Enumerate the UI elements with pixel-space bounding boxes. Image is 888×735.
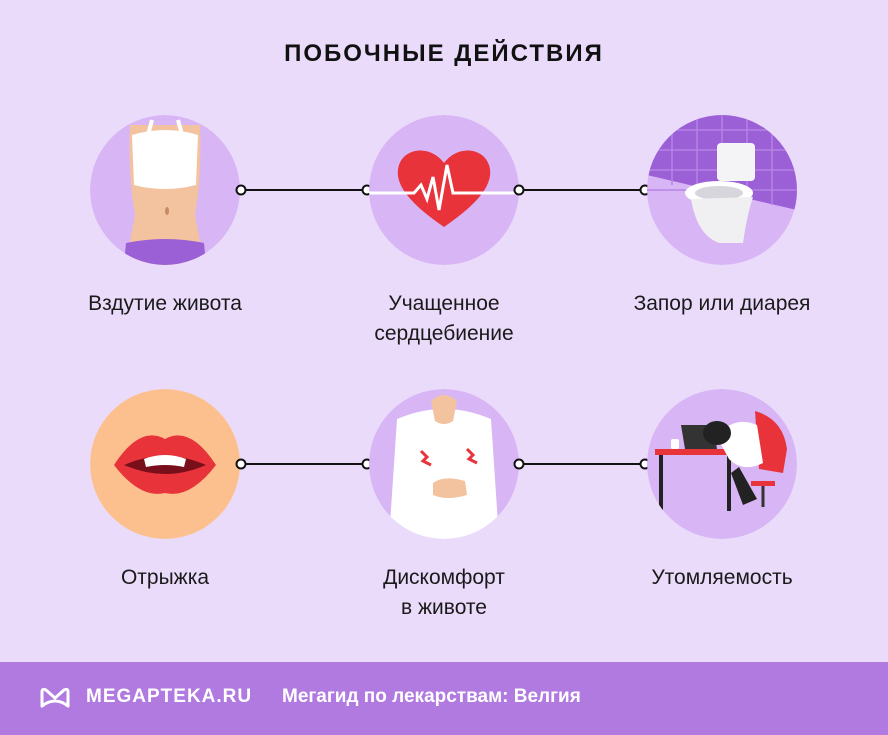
connector-line (513, 184, 651, 196)
footer-bar: MEGAPTEKA.RU Мегагид по лекарствам: Велг… (0, 662, 888, 735)
footer-tagline: Мегагид по лекарствам: Велгия (282, 686, 581, 707)
side-effect-label-bloating: Вздутие живота (88, 292, 242, 315)
logo-icon (40, 687, 70, 708)
brand-name: MEGAPTEKA.RU (86, 686, 253, 707)
fatigue-illustration (647, 389, 797, 539)
side-effect-label-fatigue: Утомляемость (651, 566, 793, 589)
connector-line (235, 184, 373, 196)
connector-line (513, 458, 651, 470)
connector-line (235, 458, 373, 470)
heartbeat-illustration (369, 115, 519, 265)
side-effect-label-constipation-diarrhea: Запор или диарея (633, 292, 811, 315)
bloating-illustration (90, 115, 240, 265)
toilet-illustration (647, 115, 797, 265)
stomach-discomfort-illustration (369, 389, 519, 539)
page-title: ПОБОЧНЫЕ ДЕЙСТВИЯ (284, 40, 604, 67)
burping-illustration (90, 389, 240, 539)
side-effect-label-burping: Отрыжка (120, 566, 210, 589)
